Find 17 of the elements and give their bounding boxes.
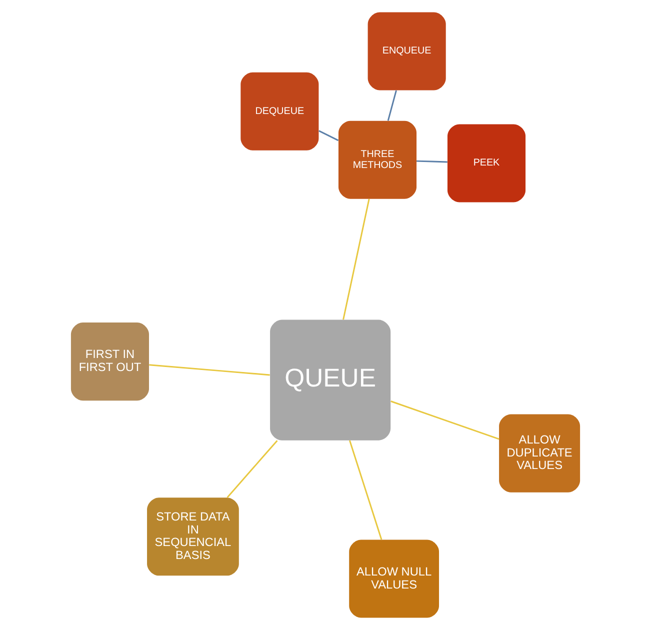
node-box: QUEUE [270,320,390,440]
connector [416,160,447,163]
connector [390,400,499,440]
node-box: ALLOW DUPLICATE VALUES [498,414,580,492]
node-box: ALLOW NULL VALUES [348,540,439,618]
node-box: STORE DATA IN SEQUENCIAL BASIS [146,498,238,576]
node-box: ENQUEUE [367,12,446,90]
connector [318,130,338,142]
connector [342,198,370,320]
connector [348,440,382,540]
connector [226,440,278,498]
node-box: FIRST IN FIRST OUT [70,322,148,401]
node-box: DEQUEUE [240,72,318,150]
connector [148,364,270,376]
node-box: THREE METHODS [338,120,416,199]
node-box: PEEK [446,124,526,202]
connector [386,90,396,121]
